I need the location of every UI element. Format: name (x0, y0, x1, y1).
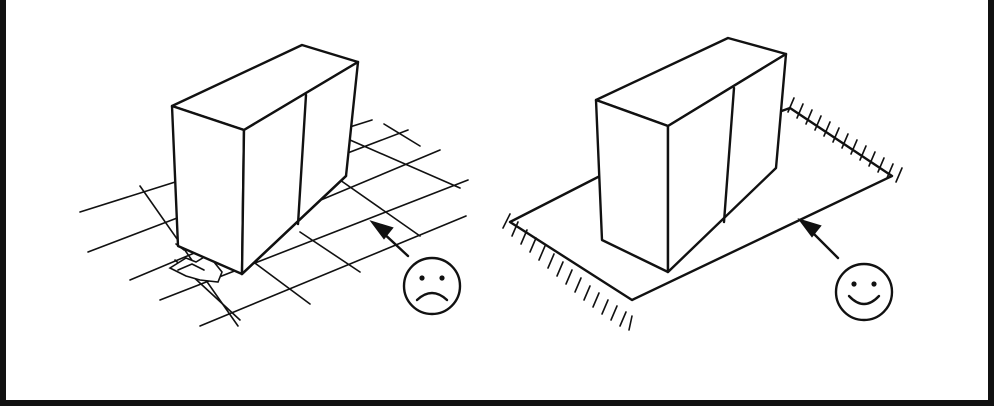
left-panel (79, 43, 469, 327)
rug-fringe-left (502, 213, 633, 331)
smiley-face-icon (834, 262, 894, 322)
tile-grid (79, 119, 469, 327)
cabinet-on-rug (594, 36, 788, 274)
sad-face-icon (402, 256, 462, 316)
left-arrow (369, 220, 410, 258)
right-arrow (797, 218, 840, 260)
rug-fringe-right (787, 97, 903, 183)
cabinet-on-tiles (170, 43, 360, 276)
right-panel (502, 36, 903, 331)
